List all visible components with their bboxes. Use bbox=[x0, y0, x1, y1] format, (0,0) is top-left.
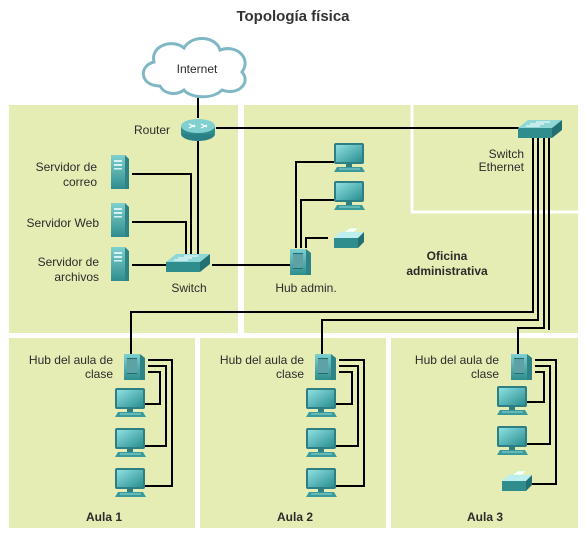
hub-icon bbox=[289, 248, 312, 276]
web-server-label: Servidor Web bbox=[27, 216, 100, 230]
cables bbox=[130, 95, 557, 487]
diagram-title: Topología física bbox=[236, 8, 350, 25]
ethernet-switch-label-line1: Switch bbox=[489, 147, 524, 161]
file-server-label-line1: Servidor de bbox=[38, 255, 100, 269]
pc-icon bbox=[305, 387, 338, 418]
server-icon bbox=[111, 203, 129, 237]
hub-icon bbox=[123, 353, 146, 381]
classroom-label: Aula 1 bbox=[86, 510, 122, 524]
classroom-hub-label-line2: clase bbox=[85, 367, 113, 381]
classroom-hub-label-line1: Hub del aula de bbox=[29, 353, 113, 367]
server-icon bbox=[111, 155, 129, 189]
classroom-hub-label-line2: clase bbox=[276, 367, 304, 381]
pc-icon bbox=[114, 467, 147, 498]
internet-label: Internet bbox=[177, 62, 218, 76]
classroom-label: Aula 3 bbox=[467, 510, 503, 524]
switch-label: Switch bbox=[171, 281, 206, 295]
pc-icon bbox=[333, 142, 366, 173]
pc-icon bbox=[305, 467, 338, 498]
router-icon bbox=[180, 118, 216, 142]
hub-admin-label: Hub admin. bbox=[275, 281, 336, 295]
zone-areas bbox=[9, 105, 578, 528]
cloud-icon bbox=[142, 37, 247, 99]
server-icon bbox=[111, 247, 129, 281]
pc-icon bbox=[496, 425, 529, 456]
pc-icon bbox=[114, 427, 147, 458]
mail-server-label-line2: correo bbox=[63, 175, 97, 189]
classroom-hub-label-line2: clase bbox=[471, 367, 499, 381]
zone-classroom-3 bbox=[391, 338, 578, 528]
office-label-line1: Oficina bbox=[427, 249, 468, 263]
classroom-hub-label-line1: Hub del aula de bbox=[220, 353, 304, 367]
zone-classroom-1 bbox=[9, 338, 195, 528]
zone-classroom-2 bbox=[200, 338, 386, 528]
mail-server-label-line1: Servidor de bbox=[36, 160, 98, 174]
hub-icon bbox=[510, 353, 533, 381]
pc-icon bbox=[496, 385, 529, 416]
classroom-hub-label-line1: Hub del aula de bbox=[415, 353, 499, 367]
office-label-line2: administrativa bbox=[406, 264, 488, 278]
router-label: Router bbox=[134, 123, 170, 137]
pc-icon bbox=[305, 427, 338, 458]
classroom-label: Aula 2 bbox=[277, 510, 313, 524]
pc-icon bbox=[114, 387, 147, 418]
ethernet-switch-label-line2: Ethernet bbox=[479, 160, 525, 174]
pc-icon bbox=[333, 180, 366, 211]
file-server-label-line2: archivos bbox=[54, 270, 99, 284]
hub-icon bbox=[314, 353, 337, 381]
